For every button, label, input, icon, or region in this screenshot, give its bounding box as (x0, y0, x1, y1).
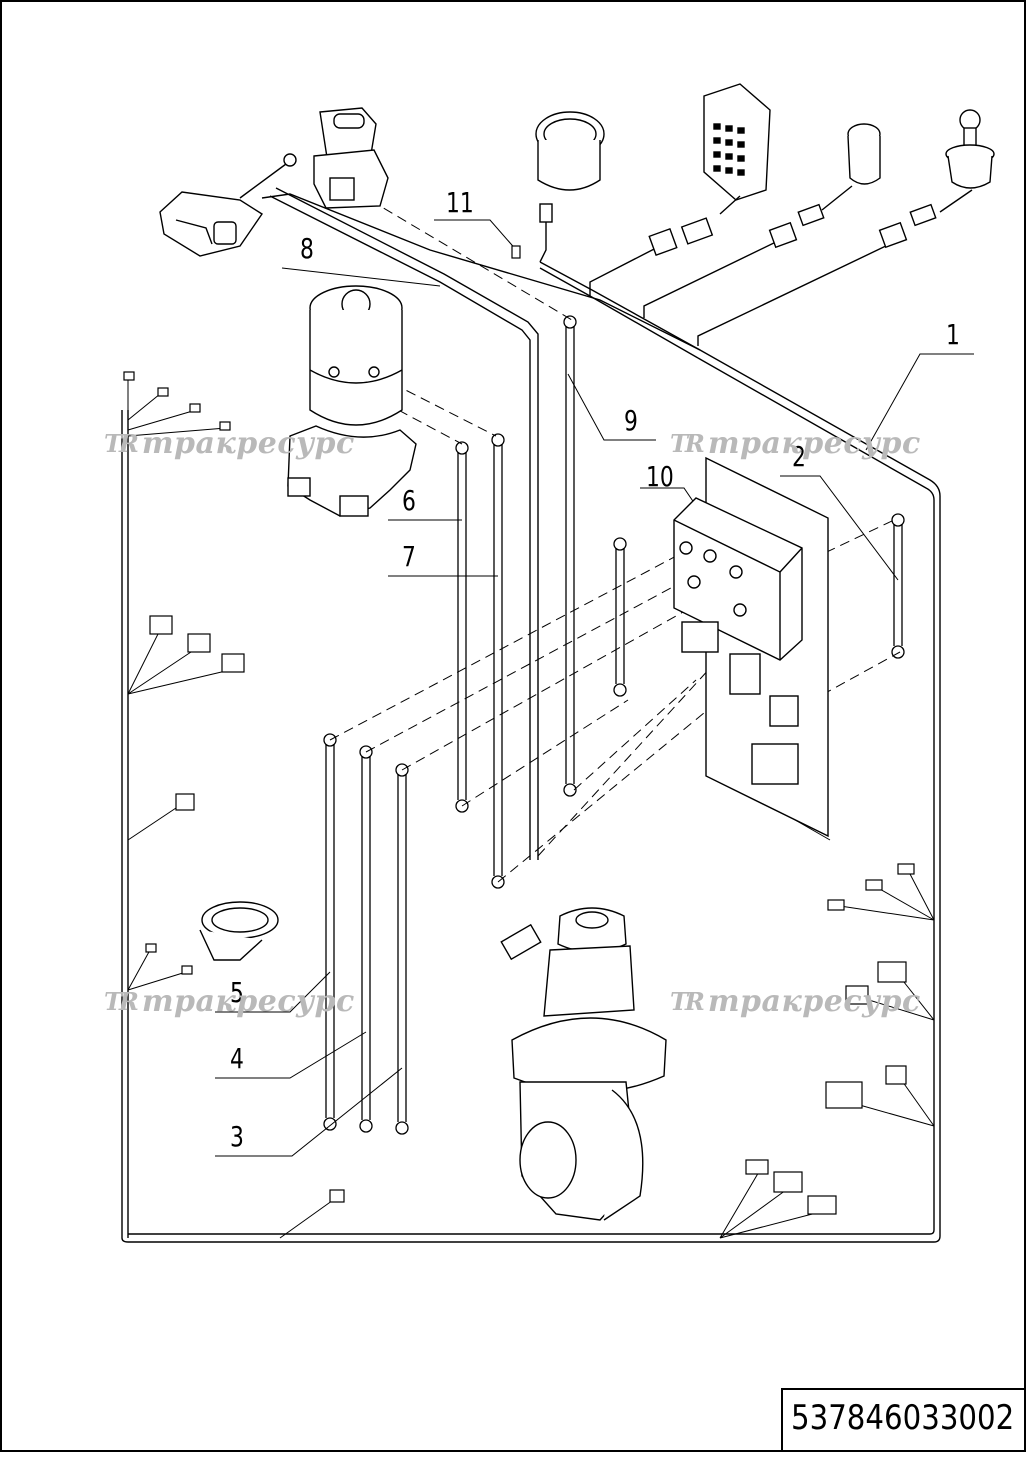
power-socket (768, 123, 881, 249)
callout-11: 11 (446, 186, 474, 219)
key-switch (878, 109, 995, 249)
main-harness (121, 187, 941, 1243)
callout-1: 1 (946, 318, 960, 351)
rocker-switch (313, 107, 389, 209)
watermark: TR тракресурс (104, 984, 355, 1019)
callout-leaders (215, 219, 974, 1157)
cable-9 (563, 315, 577, 797)
watermark: TR тракресурс (670, 426, 921, 461)
pump-motor (287, 285, 417, 517)
watermark-text: тракресурс (141, 984, 355, 1019)
callout-3: 3 (230, 1120, 244, 1153)
cable-10 (613, 537, 627, 697)
document-number: 537846033002 (791, 1398, 1015, 1438)
watermark-logo-icon: TR (670, 987, 705, 1016)
cable-5 (323, 733, 337, 1131)
motor-controller (673, 456, 829, 838)
left-branch-leaders (127, 380, 935, 1239)
cable-7 (491, 433, 505, 889)
gauge (535, 111, 605, 263)
callout-9: 9 (624, 404, 638, 437)
watermark-text: тракресурс (141, 426, 355, 461)
cable-3 (395, 763, 409, 1135)
callout-10: 10 (646, 460, 674, 493)
battery-connector (159, 153, 297, 257)
document-number-box: 537846033002 (781, 1388, 1026, 1452)
keypad (648, 83, 771, 257)
callout-5: 5 (230, 976, 244, 1009)
callout-2: 2 (792, 440, 806, 473)
watermark-logo-icon: TR (670, 429, 705, 458)
callout-4: 4 (230, 1042, 244, 1075)
watermark: TR тракресурс (104, 426, 355, 461)
callout-7: 7 (402, 540, 416, 573)
watermark-logo-icon: TR (104, 429, 139, 458)
watermark-logo-icon: TR (104, 987, 139, 1016)
watermark: TR тракресурс (670, 984, 921, 1019)
cables (323, 315, 905, 1135)
watermark-text: тракресурс (707, 426, 921, 461)
cable-6 (455, 441, 469, 813)
horn (199, 901, 279, 961)
connectors (123, 245, 915, 1215)
callout-6: 6 (402, 484, 416, 517)
callout-8: 8 (300, 232, 314, 265)
cable-2 (891, 513, 905, 659)
cable-4 (359, 745, 373, 1133)
watermark-text: тракресурс (707, 984, 921, 1019)
traction-drive-unit (500, 907, 667, 1221)
